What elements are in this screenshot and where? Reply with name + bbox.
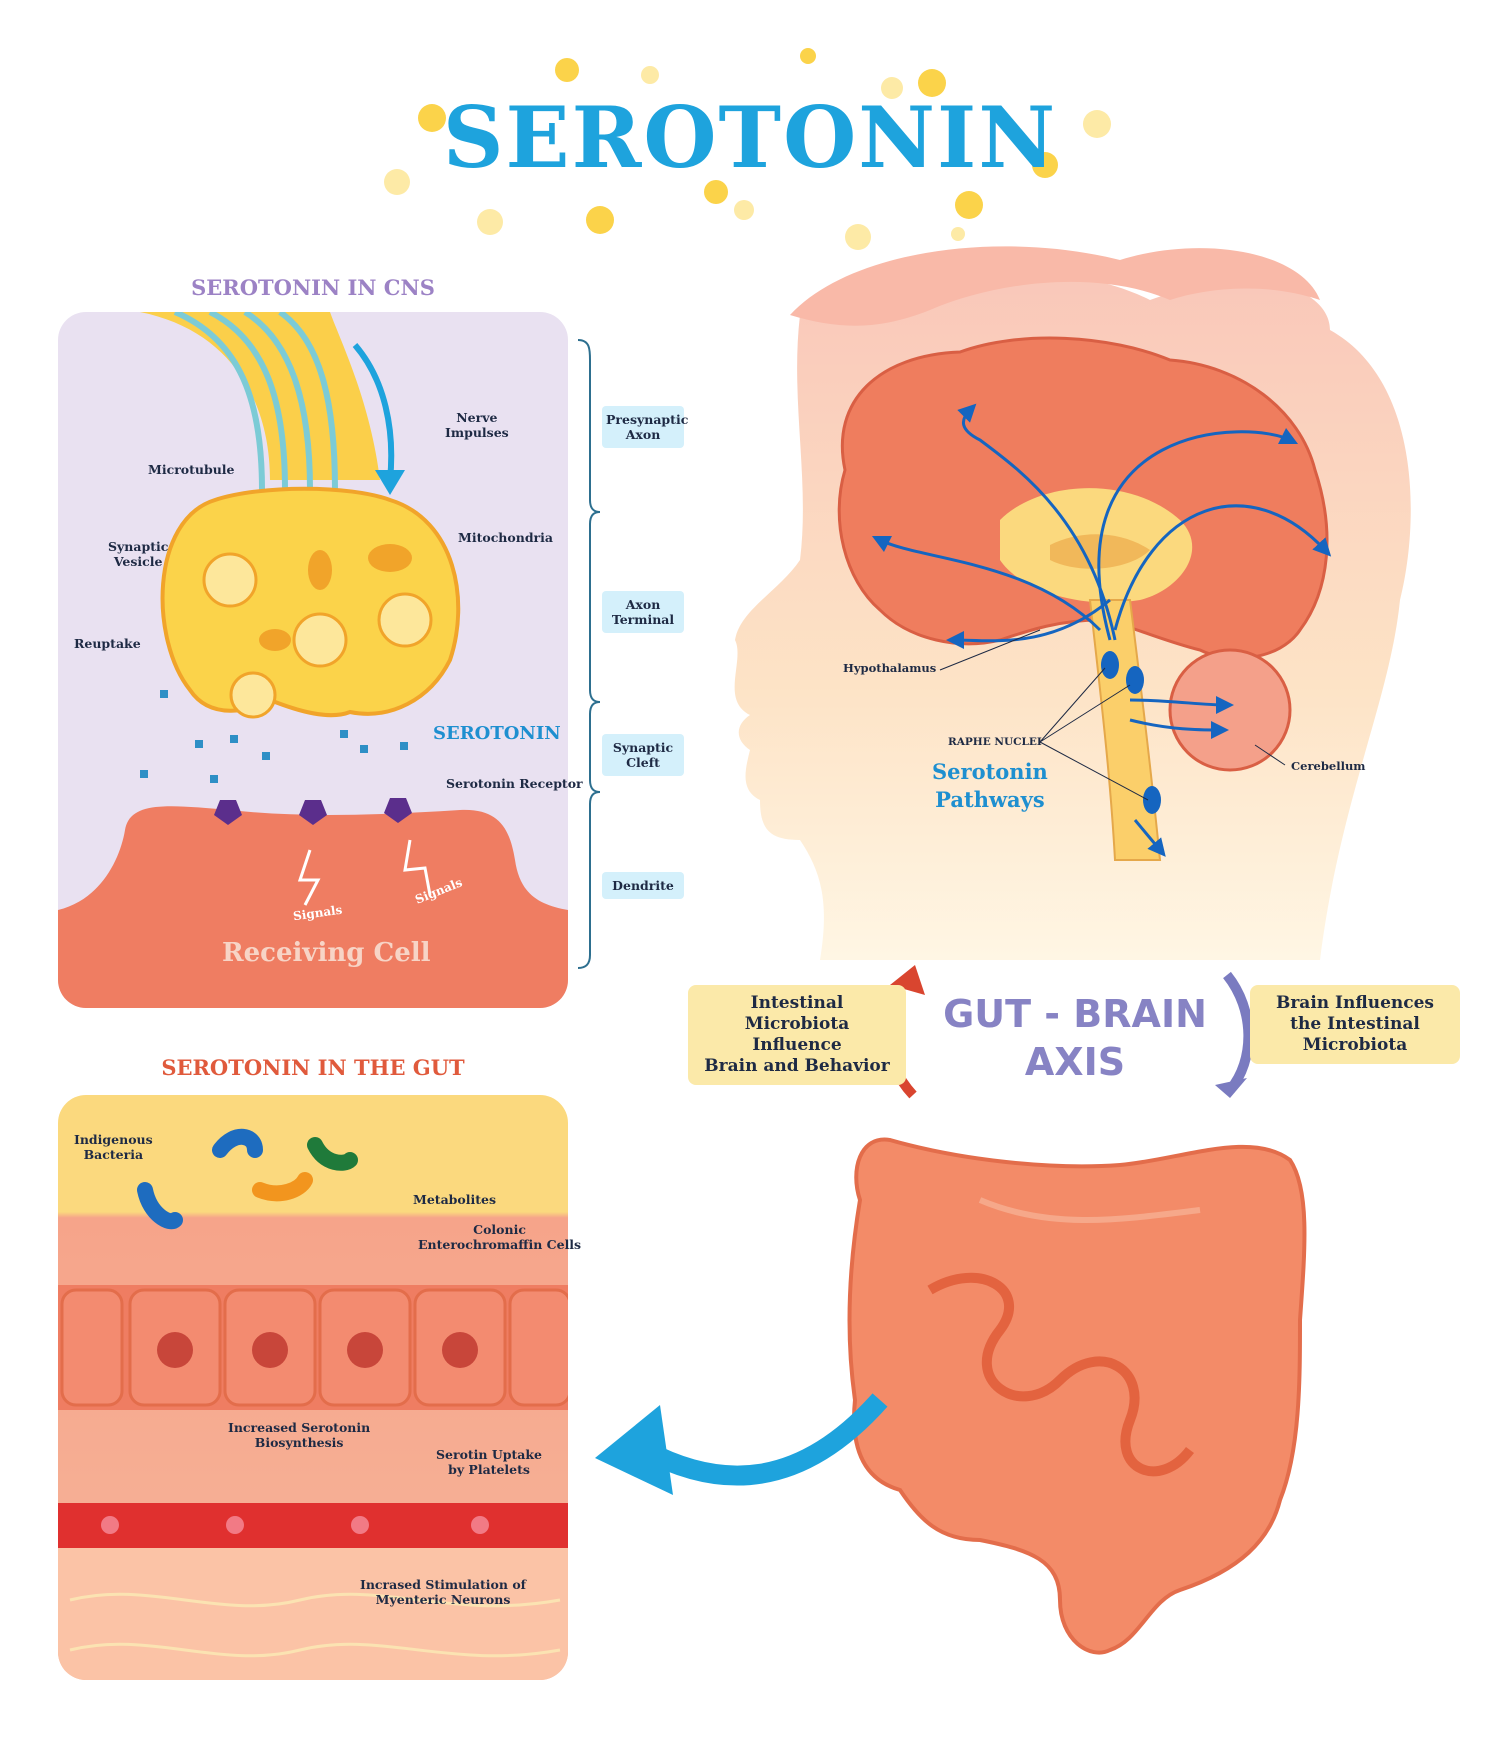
page-title: SEROTONIN	[442, 88, 1058, 187]
cns-panel-art	[58, 312, 568, 1008]
smiley-icon	[641, 66, 659, 84]
smiley-icon	[586, 206, 614, 234]
smiley-icon	[955, 191, 983, 219]
label-serotonin-pathways: Serotonin Pathways	[932, 759, 1048, 812]
label-nerve-impulses: Nerve Impulses	[445, 410, 509, 440]
smiley-icon	[918, 69, 946, 97]
smiley-icon	[555, 58, 579, 82]
label-reuptake: Reuptake	[74, 636, 141, 651]
smiley-icon	[734, 200, 754, 220]
smiley-icon	[1083, 110, 1111, 138]
label-microtubule: Microtubule	[148, 462, 235, 477]
tag-axon-terminal: Axon Terminal	[602, 591, 684, 633]
box-microbiota-influence: Intestinal Microbiota Influence Brain an…	[688, 985, 906, 1085]
brain-art	[837, 336, 1332, 861]
smiley-icon	[384, 169, 410, 195]
smiley-icon	[951, 227, 965, 241]
label-synaptic-vesicle: Synaptic Vesicle	[108, 539, 169, 569]
label-serotonin: SEROTONIN	[433, 723, 561, 744]
label-enterochromaffin-cells: Colonic Enterochromaffin Cells	[418, 1222, 582, 1252]
label-hypothalamus: Hypothalamus	[843, 661, 937, 675]
cns-bracket	[577, 339, 601, 969]
cns-section-title: SEROTONIN IN CNS	[191, 275, 435, 300]
gut-section-title: SEROTONIN IN THE GUT	[161, 1055, 465, 1080]
smiley-icon	[477, 209, 503, 235]
label-serotonin-biosynthesis: Increased Serotonin Biosynthesis	[228, 1420, 371, 1450]
smiley-icon	[1032, 152, 1058, 178]
smiley-icons	[384, 48, 1111, 250]
label-mitochondria: Mitochondria	[458, 530, 553, 545]
gut-panel-art	[58, 1095, 568, 1680]
tag-dendrite: Dendrite	[602, 872, 684, 899]
gut-brain-axis-title: GUT - BRAIN AXIS	[943, 992, 1207, 1084]
smiley-icon	[704, 180, 728, 204]
label-raphe-nuclei: RAPHE NUCLEI	[948, 736, 1042, 748]
smiley-icon	[881, 77, 903, 99]
label-cerebellum: Cerebellum	[1291, 759, 1366, 773]
tag-synaptic-cleft: Synaptic Cleft	[602, 734, 684, 776]
label-platelet-uptake: Serotin Uptake by Platelets	[436, 1447, 542, 1477]
label-serotonin-receptor: Serotonin Receptor	[446, 776, 583, 791]
tag-presynaptic-axon: Presynaptic Axon	[602, 406, 688, 448]
smiley-icon	[800, 48, 816, 64]
smiley-icon	[418, 104, 446, 132]
label-receiving-cell: Receiving Cell	[222, 938, 431, 968]
box-brain-influences: Brain Influences the Intestinal Microbio…	[1250, 985, 1460, 1064]
intestine-art	[595, 1137, 1307, 1655]
label-metabolites: Metabolites	[413, 1192, 497, 1207]
label-indigenous-bacteria: Indigenous Bacteria	[74, 1132, 153, 1162]
label-myenteric-neurons: Incrased Stimulation of Myenteric Neuron…	[360, 1577, 527, 1607]
smiley-icon	[845, 224, 871, 250]
